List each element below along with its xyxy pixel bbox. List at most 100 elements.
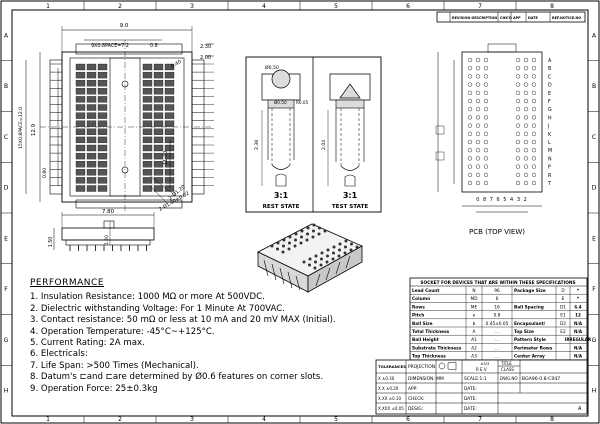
spec-right-val-3: 12 bbox=[575, 313, 581, 318]
dim-side-height: 1.50 bbox=[48, 237, 54, 248]
spec-left-label-3: Pitch bbox=[412, 313, 424, 319]
pcb-row-B: B bbox=[548, 66, 551, 72]
spec-right-sym-5: E2 bbox=[560, 329, 566, 335]
border-col-3: 3 bbox=[190, 3, 194, 10]
spec-left-label-2: Rows bbox=[412, 304, 425, 310]
spec-left-label-1: Column bbox=[412, 296, 430, 302]
spec-right-val-2: 6.4 bbox=[574, 304, 581, 309]
border-row-right-D: D bbox=[592, 185, 597, 192]
spec-right-val-4: N/A bbox=[574, 321, 583, 326]
spec-right-val-7: N/A bbox=[574, 345, 583, 350]
class-label: CLASS bbox=[501, 367, 514, 372]
top-view-drawing: 9.0 9X0.8PACE=7.2 0.8 2.30 2.00 0.40 12.… bbox=[18, 23, 214, 213]
spec-left-sym-7: A2 bbox=[471, 345, 477, 351]
spec-right-label-8: Center Array bbox=[514, 354, 545, 360]
spec-table-title: SOCKET FOR DEVICES THAT ARE WITHIN THESE… bbox=[420, 280, 575, 286]
dim-d4: 15X0.8PACE=12.0 bbox=[18, 107, 24, 149]
border-col-bottom-2: 2 bbox=[118, 416, 122, 423]
performance-title: PERFORMANCE bbox=[30, 278, 105, 288]
border-col-bottom-6: 6 bbox=[406, 416, 410, 423]
test-scale: 3:1 bbox=[343, 191, 358, 200]
rest-state-label: REST STATE bbox=[263, 204, 300, 210]
spec-right-label-7: Perimeter Rows bbox=[514, 345, 553, 351]
spec-left-sym-4: b bbox=[473, 321, 476, 327]
spec-left-sym-3: e bbox=[473, 314, 476, 319]
title-block: TOLERANCES PROJECTION A3/3 R E V TITLE C… bbox=[375, 359, 588, 415]
spec-left-sym-5: A bbox=[473, 329, 476, 335]
spec-left-sym-6: A1 bbox=[471, 337, 477, 343]
rev-header-4: REF.NOTICE.NO bbox=[552, 16, 581, 20]
spec-left-sym-2: ME bbox=[471, 304, 478, 310]
spec-left-val-6: ... bbox=[495, 338, 499, 343]
tol-2: X.X ±0.20 bbox=[378, 386, 399, 391]
sheet-size: A3/3 bbox=[481, 361, 490, 366]
pcb-row-H: H bbox=[548, 115, 552, 121]
dim-d3: 12.9 bbox=[31, 123, 37, 136]
border-row-right-E: E bbox=[592, 235, 596, 242]
border-col-2: 2 bbox=[118, 3, 122, 10]
dim-d1: 2.30 bbox=[200, 44, 211, 50]
spec-right-sym-3: E1 bbox=[560, 313, 566, 319]
border-col-5: 5 bbox=[334, 3, 338, 10]
spec-left-val-8: ... bbox=[495, 355, 499, 360]
border-row-right-A: A bbox=[592, 32, 597, 39]
performance-notes: PERFORMANCE 1. Insulation Resistance: 10… bbox=[30, 278, 360, 395]
spec-right-val-5: N/A bbox=[574, 329, 583, 334]
spec-left-val-2: 16 bbox=[494, 304, 500, 310]
border-col-8: 8 bbox=[550, 3, 554, 10]
spec-left-label-5: Total Thickness bbox=[412, 329, 450, 335]
border-col-bottom-1: 1 bbox=[46, 416, 50, 423]
side-view-drawing: 7.80 1.50 1.50 bbox=[48, 209, 155, 251]
pcb-row-P: P bbox=[548, 165, 551, 171]
tol-1: X ±0.30 bbox=[378, 376, 395, 381]
spec-right-val-1: * bbox=[577, 296, 580, 301]
border-col-bottom-5: 5 bbox=[334, 416, 338, 423]
rev-header-2: APP bbox=[513, 16, 521, 20]
dwg-number: BGA96-0.8-C047 bbox=[522, 376, 560, 382]
tol-4: X.XXX ±0.05 bbox=[378, 406, 404, 411]
rest-dim-2: Ø0.50 bbox=[274, 100, 287, 105]
performance-item-4: 4. Operation Temperature: -45°C~+125°C. bbox=[30, 326, 215, 337]
spec-left-label-8: Top Thickness bbox=[412, 354, 446, 360]
rev-label: R E V bbox=[476, 367, 487, 372]
socket-iso-view bbox=[257, 223, 363, 293]
pcb-row-R: R bbox=[548, 173, 552, 179]
desig-field: DESIG: bbox=[408, 406, 423, 412]
check-field: CHECK: bbox=[408, 396, 425, 402]
pcb-col-labels: 0 8 7 6 5 4 3 2 bbox=[476, 197, 528, 203]
spec-left-label-7: Substrate Thickness bbox=[412, 345, 462, 351]
spec-right-label-2: Ball Spacing bbox=[514, 304, 544, 310]
dim-d7: 11.70 bbox=[163, 151, 169, 165]
pcb-row-N: N bbox=[548, 156, 552, 162]
dim-pitch: 0.8 bbox=[150, 43, 158, 49]
projection-symbol-icon bbox=[438, 361, 457, 371]
spec-right-sym-1: E bbox=[562, 296, 565, 302]
border-row-right-G: G bbox=[592, 337, 597, 344]
dim-overall-width: 9.0 bbox=[120, 23, 129, 29]
border-row-right-H: H bbox=[592, 388, 597, 395]
performance-item-9: 9. Operation Force: 25±0.3kg bbox=[30, 383, 158, 394]
top-view-contact-grid bbox=[75, 63, 175, 192]
border-col-6: 6 bbox=[406, 3, 410, 10]
test-state-detail: 2.04 3:1 TEST STATE bbox=[321, 73, 371, 210]
spec-right-label-5: Top Size bbox=[514, 329, 534, 335]
border-row-F: F bbox=[4, 286, 8, 293]
border-col-bottom-4: 4 bbox=[262, 416, 266, 423]
spec-right-label-4: Encapsulant/ bbox=[514, 321, 546, 327]
tol-3: X.XX ±0.10 bbox=[378, 396, 401, 401]
dim-d6: 0.40 bbox=[170, 59, 183, 70]
border-col-7: 7 bbox=[478, 3, 482, 10]
performance-item-8: 8. Datum's ⊏and ⊏are determined by Ø0.6 … bbox=[30, 372, 324, 383]
performance-item-5: 5. Current Rating: 2A max. bbox=[30, 338, 145, 349]
dim-d5: 0.80 bbox=[42, 168, 48, 178]
rev-header-1: CHK'D bbox=[500, 16, 512, 20]
spec-right-sym-4: D2 bbox=[560, 321, 566, 327]
dwg-label: DWG.NO bbox=[500, 376, 518, 381]
performance-item-7: 7. Life Span: >500 Times (Mechanical). bbox=[30, 360, 199, 371]
border-row-D: D bbox=[4, 185, 9, 192]
dim-pitch-span: 9X0.8PACE=7.2 bbox=[91, 43, 129, 49]
border-row-E: E bbox=[4, 235, 8, 242]
